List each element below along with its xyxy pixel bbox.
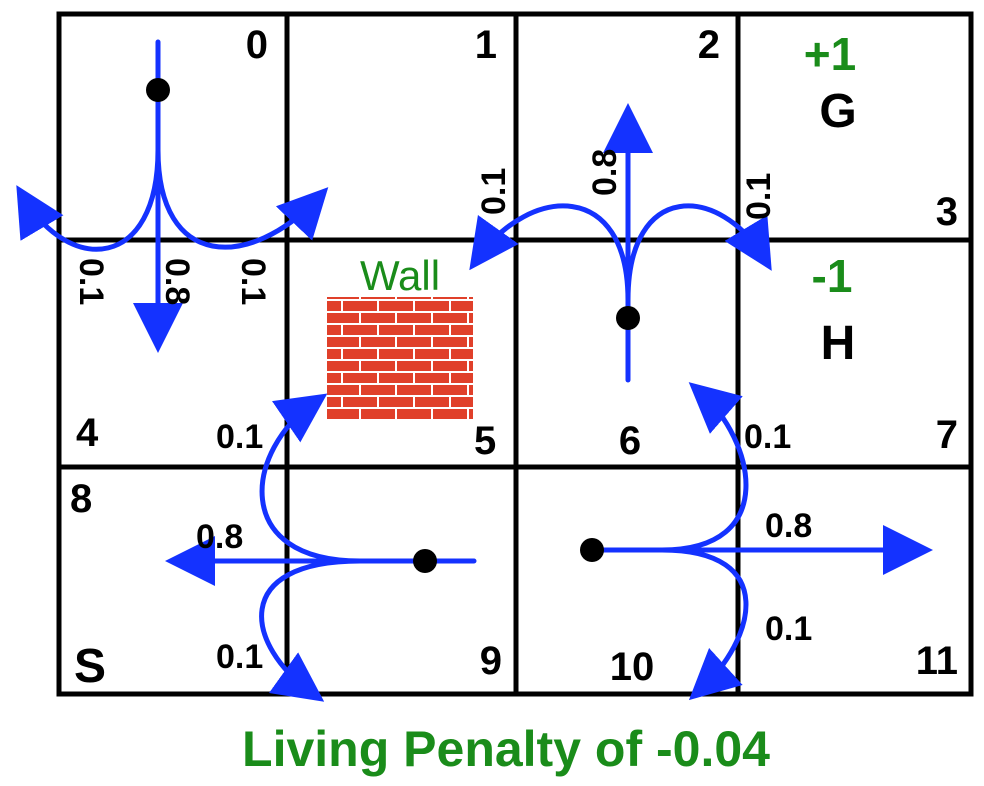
- agent-dot-0: [146, 78, 170, 102]
- arrow-9-up: [259, 393, 363, 564]
- arrow-0-right: [155, 147, 329, 250]
- prob-label-9-left: 0.8: [196, 518, 243, 556]
- agent-dot-10: [580, 538, 604, 562]
- cell-number-10: 10: [610, 645, 655, 689]
- cell-number-3: 3: [936, 190, 958, 234]
- goal-symbol: G: [819, 85, 856, 138]
- prob-label-0-right: 0.1: [234, 258, 272, 305]
- prob-label-9-down: 0.1: [216, 638, 263, 676]
- prob-label-9-up: 0.1: [216, 418, 263, 456]
- footer-caption: Living Penalty of -0.04: [242, 721, 770, 777]
- transition-arrows: [16, 39, 933, 702]
- cell-number-4: 4: [76, 411, 99, 455]
- arrow-6-left: [469, 203, 631, 303]
- wall-bricks: [327, 297, 473, 421]
- cell-numbers: 0 1 2 3 4 5 6 7 8 9 10 11: [70, 23, 958, 689]
- cell-number-1: 1: [475, 23, 497, 67]
- cell-number-2: 2: [698, 23, 720, 67]
- prob-label-6-right: 0.1: [740, 173, 778, 220]
- cell-number-7: 7: [936, 413, 958, 457]
- prob-label-6-up: 0.8: [586, 149, 624, 196]
- cell-number-8: 8: [70, 477, 92, 521]
- agent-dot-6: [616, 306, 640, 330]
- arrow-10-up: [659, 382, 749, 553]
- prob-label-10-right: 0.8: [765, 507, 812, 545]
- arrow-10-down: [659, 547, 749, 701]
- arrow-0-left: [16, 147, 161, 252]
- cell-number-5: 5: [474, 419, 496, 463]
- prob-label-0-down: 0.8: [158, 258, 196, 305]
- cell-number-9: 9: [480, 639, 502, 683]
- prob-label-10-up: 0.1: [744, 418, 791, 456]
- cell-number-0: 0: [246, 23, 268, 67]
- start-symbol: S: [74, 640, 106, 693]
- cell-number-6: 6: [619, 419, 641, 463]
- cell-number-11: 11: [916, 639, 958, 683]
- state-dots: [146, 78, 640, 573]
- prob-label-0-left: 0.1: [72, 258, 110, 305]
- arrow-9-down: [259, 558, 363, 702]
- hole-symbol: H: [821, 317, 856, 370]
- prob-label-10-down: 0.1: [765, 610, 812, 648]
- prob-label-6-left: 0.1: [475, 168, 513, 215]
- agent-dot-9: [413, 549, 437, 573]
- hole-reward: -1: [812, 250, 853, 302]
- probability-labels: 0.1 0.8 0.1 0.1 0.8 0.1 0.8 0.1 0.1 0.8 …: [72, 149, 812, 676]
- goal-reward: +1: [804, 28, 856, 80]
- wall-label: Wall: [360, 252, 440, 299]
- arrow-6-right: [625, 203, 772, 303]
